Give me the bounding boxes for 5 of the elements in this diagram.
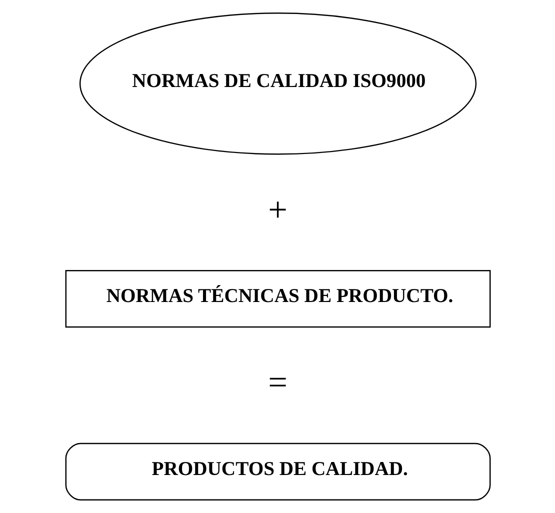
label: + [268, 190, 288, 229]
node-box: NORMAS TÉCNICAS DE PRODUCTO. [64, 270, 490, 328]
label: = [268, 364, 288, 402]
node-ellipse: NORMAS DE CALIDAD ISO9000 [78, 12, 476, 155]
node-box: PRODUCTOS DE CALIDAD. [64, 442, 490, 500]
